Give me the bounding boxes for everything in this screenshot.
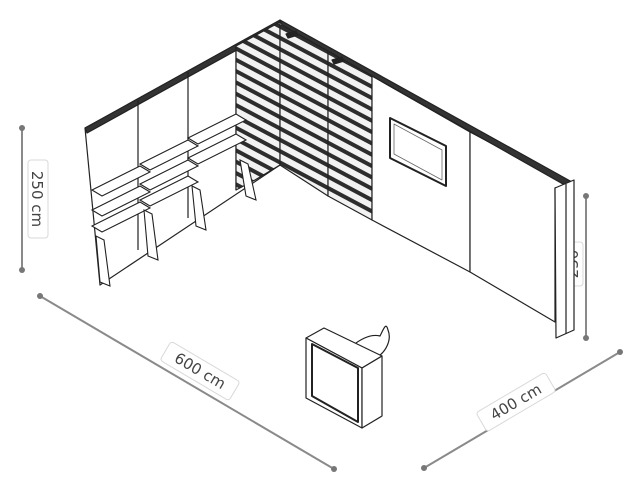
wall-screen — [389, 117, 447, 187]
counter-desk — [305, 325, 390, 429]
dimension-height-left: 250 cm — [19, 125, 49, 273]
dimension-width-front: 600 cm — [37, 293, 337, 472]
shelving-unit — [90, 113, 257, 287]
slatwall-panel-2 — [279, 21, 329, 197]
dimension-depth-right: 400 cm — [421, 349, 623, 471]
spotlight-icon — [285, 30, 345, 65]
end-side-panel — [554, 179, 575, 339]
slatwall-panel-3 — [327, 49, 373, 221]
height-left-label: 250 cm — [28, 171, 46, 227]
slatwall-panel-1 — [235, 21, 281, 191]
